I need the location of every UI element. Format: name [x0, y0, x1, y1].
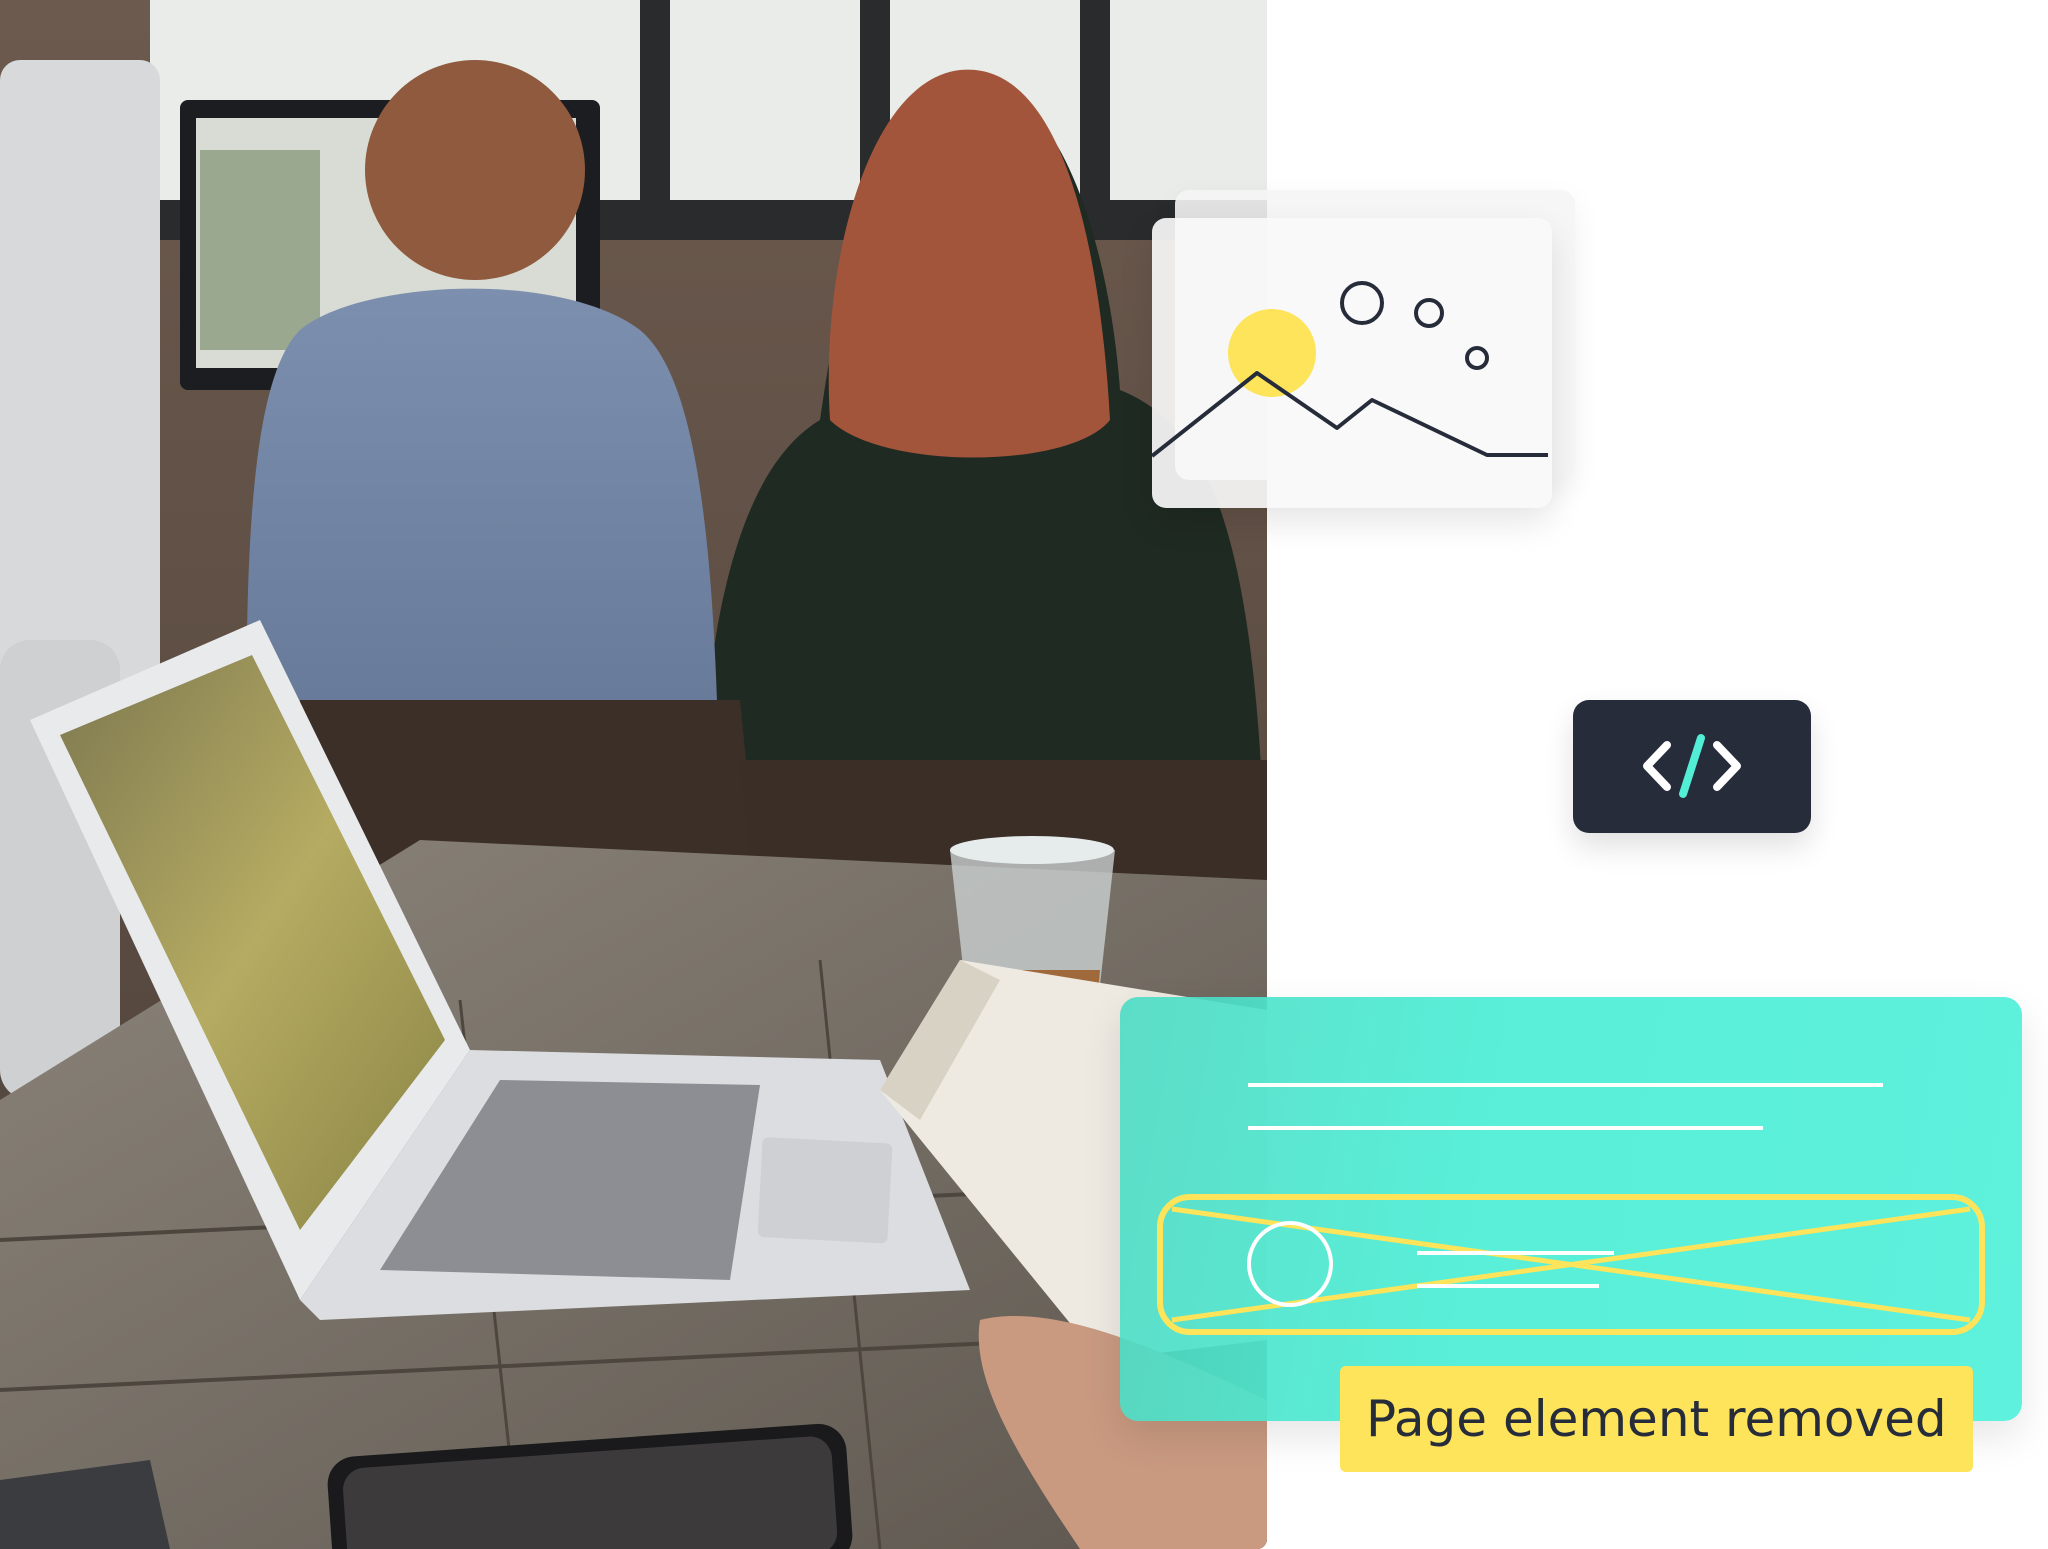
image-placeholder-icon	[1152, 281, 1548, 458]
wireframe-card	[1120, 997, 2022, 1421]
code-brackets-icon	[1643, 734, 1741, 798]
removed-element-wireframe	[1157, 1083, 1985, 1335]
image-placeholder-card	[1152, 218, 1552, 508]
code-button[interactable]	[1573, 700, 1811, 833]
office-photo	[0, 0, 1267, 1549]
page-element-removed-label: Page element removed	[1340, 1366, 1973, 1472]
